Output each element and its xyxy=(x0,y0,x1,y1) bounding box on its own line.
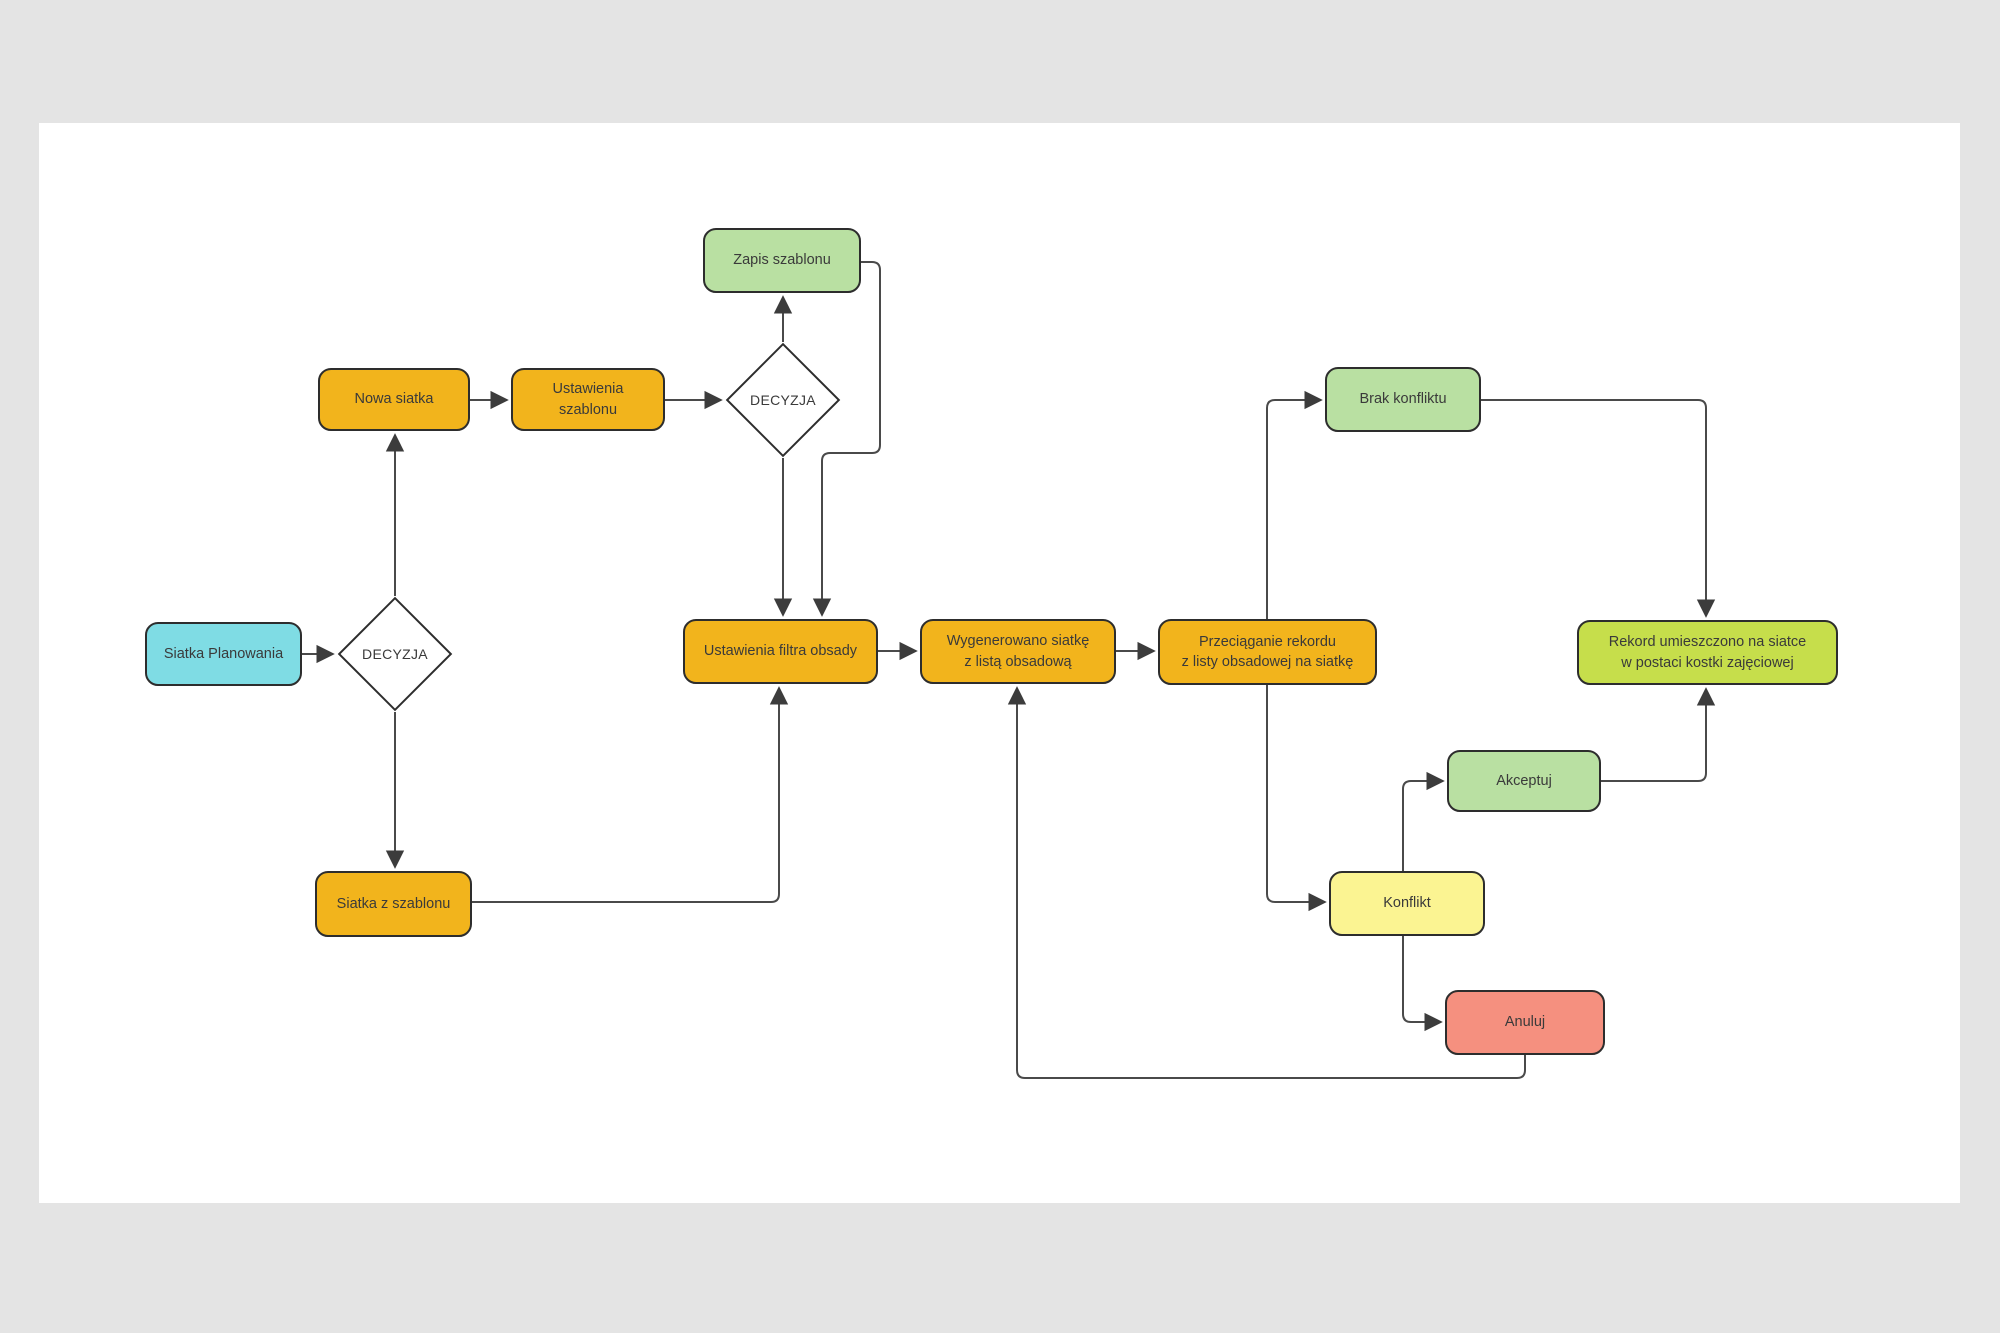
node-label: Ustawienia filtra obsady xyxy=(703,643,858,660)
node-nowa-siatka[interactable]: Nowa siatka xyxy=(318,368,470,431)
node-ustawienia-szablonu[interactable]: Ustawienia szablonu xyxy=(511,368,665,431)
node-decyzja-2[interactable]: DECYZJA xyxy=(725,342,841,458)
node-przeciaganie-rekordu[interactable]: Przeciąganie rekordu z listy obsadowej n… xyxy=(1158,619,1377,685)
node-zapis-szablonu[interactable]: Zapis szablonu xyxy=(703,228,861,293)
node-label: Siatka Planowania xyxy=(163,645,284,662)
node-label: DECYZJA xyxy=(750,392,816,408)
node-label: Siatka z szablonu xyxy=(336,895,451,912)
node-wygenerowano-siatke[interactable]: Wygenerowano siatkę z listą obsadową xyxy=(920,619,1116,684)
node-label: Nowa siatka xyxy=(354,391,434,408)
node-label: Ustawienia szablonu xyxy=(552,381,624,418)
node-anuluj[interactable]: Anuluj xyxy=(1445,990,1605,1055)
node-decyzja-1[interactable]: DECYZJA xyxy=(337,596,453,712)
node-siatka-planowania[interactable]: Siatka Planowania xyxy=(145,622,302,686)
node-label: Konflikt xyxy=(1383,895,1431,912)
node-label: Wygenerowano siatkę z listą obsadową xyxy=(946,633,1090,670)
node-label: Zapis szablonu xyxy=(733,252,831,269)
node-rekord-umieszczono[interactable]: Rekord umieszczono na siatce w postaci k… xyxy=(1577,620,1838,685)
node-label: Anuluj xyxy=(1504,1014,1546,1031)
node-label: DECYZJA xyxy=(362,646,428,662)
node-akceptuj[interactable]: Akceptuj xyxy=(1447,750,1601,812)
node-label: Brak konfliktu xyxy=(1359,391,1447,408)
node-ustawienia-filtra-obsady[interactable]: Ustawienia filtra obsady xyxy=(683,619,878,684)
node-label: Akceptuj xyxy=(1496,772,1552,789)
node-konflikt[interactable]: Konflikt xyxy=(1329,871,1485,936)
node-label: Rekord umieszczono na siatce w postaci k… xyxy=(1608,634,1807,671)
node-label: Przeciąganie rekordu z listy obsadowej n… xyxy=(1181,633,1354,670)
node-brak-konfliktu[interactable]: Brak konfliktu xyxy=(1325,367,1481,432)
node-siatka-z-szablonu[interactable]: Siatka z szablonu xyxy=(315,871,472,937)
